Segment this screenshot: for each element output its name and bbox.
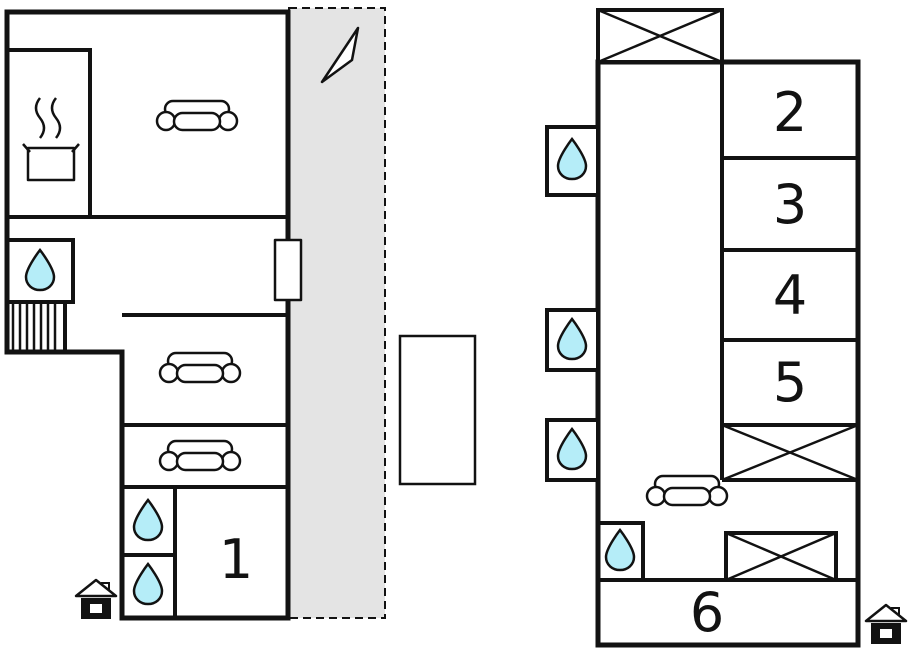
water-drop-icon <box>556 136 588 181</box>
water-drop-icon <box>604 527 636 572</box>
room-number-6: 6 <box>690 581 724 644</box>
sofa-icon <box>158 351 242 384</box>
crossed-box-icon <box>721 423 859 482</box>
water-drop-icon <box>24 247 56 292</box>
room-number-5: 5 <box>773 351 807 414</box>
terrace-strip <box>288 7 386 619</box>
stairs-icon <box>11 303 57 351</box>
water-drop-icon <box>556 426 588 471</box>
crossed-box-icon <box>596 8 724 64</box>
inner-wetroom-walls <box>598 521 645 580</box>
water-drop-icon <box>556 316 588 361</box>
north-arrow-icon <box>320 26 360 84</box>
entrance-house-icon <box>864 603 908 644</box>
stove-pot-icon <box>22 97 80 182</box>
sofa-icon <box>158 439 242 472</box>
room-dividers <box>722 156 858 482</box>
room-number-4: 4 <box>773 264 807 327</box>
crossed-box-icon <box>724 531 838 582</box>
bedroom1-walls <box>122 487 177 618</box>
roomA-walls <box>122 313 288 489</box>
kitchen-walls <box>7 48 92 217</box>
swimming-pool <box>398 334 477 486</box>
sofa-icon <box>155 99 239 132</box>
room-number-3: 3 <box>773 173 807 236</box>
water-drop-icon <box>132 561 164 606</box>
sofa-icon <box>645 474 729 507</box>
entrance-house-icon <box>74 578 118 619</box>
door-marker <box>273 238 303 302</box>
water-drop-icon <box>132 497 164 542</box>
left-bathroom-walls <box>7 238 75 304</box>
room-number-2: 2 <box>773 81 807 144</box>
room-number-1: 1 <box>219 528 253 591</box>
